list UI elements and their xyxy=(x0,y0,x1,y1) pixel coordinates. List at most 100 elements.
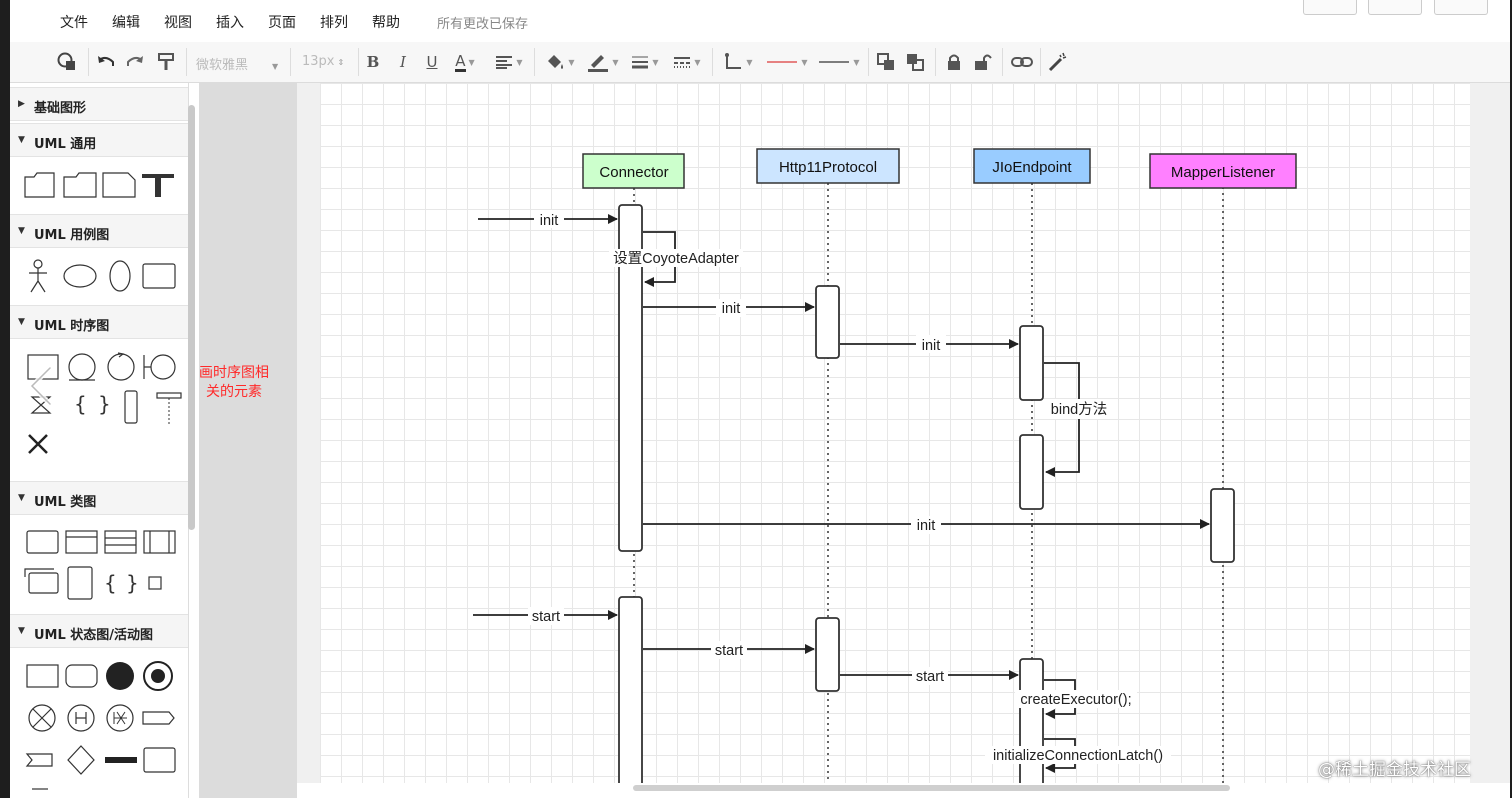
save-status: 所有更改已保存 xyxy=(437,17,529,32)
message-init-jio[interactable]: init xyxy=(840,335,1019,354)
expanded-arrow-icon: ▼ xyxy=(18,493,25,503)
menu-view[interactable]: 视图 xyxy=(164,15,192,31)
message-start-jio[interactable]: start xyxy=(840,667,1019,685)
redo-icon[interactable] xyxy=(123,50,147,74)
format-painter-icon[interactable] xyxy=(154,50,178,74)
uml-sequence-shapes[interactable]: { } xyxy=(24,349,184,463)
to-back-icon[interactable] xyxy=(903,50,927,74)
participant-mapperlistener[interactable]: MapperListener xyxy=(1149,153,1297,189)
menu-help[interactable]: 帮助 xyxy=(372,15,400,31)
menu-insert[interactable]: 插入 xyxy=(216,15,244,31)
menu-page[interactable]: 页面 xyxy=(268,15,296,31)
svg-text:createExecutor();: createExecutor(); xyxy=(1020,692,1131,708)
message-create-executor[interactable]: createExecutor(); xyxy=(1015,679,1137,719)
uml-general-shapes[interactable] xyxy=(24,171,184,199)
section-basic-shapes[interactable]: ▶ 基础图形 xyxy=(10,87,188,121)
participant-connector[interactable]: Connector xyxy=(582,153,685,189)
font-color-label: A xyxy=(455,51,466,72)
svg-text:MapperListener: MapperListener xyxy=(1171,164,1275,181)
section-uml-general[interactable]: ▼ UML 通用 xyxy=(10,123,188,157)
to-front-icon[interactable] xyxy=(874,50,898,74)
watermark: @稀土掘金技术社区 xyxy=(1318,760,1471,780)
section-label: UML 时序图 xyxy=(34,319,110,334)
canvas-horizontal-scrollbar[interactable] xyxy=(633,785,1230,791)
participant-http11protocol[interactable]: Http11Protocol xyxy=(756,148,900,184)
uml-state-activity-shapes[interactable] xyxy=(24,659,184,798)
svg-text:设置CoyoteAdapter: 设置CoyoteAdapter xyxy=(613,250,739,267)
line-style-icon[interactable]: ▼ xyxy=(674,57,701,68)
message-set-coyote-adapter[interactable]: 设置CoyoteAdapter xyxy=(609,231,743,287)
fill-color-icon[interactable]: ▼ xyxy=(542,50,578,74)
line-width-icon[interactable]: ▼ xyxy=(632,56,659,69)
svg-text:init: init xyxy=(922,338,941,354)
section-uml-sequence[interactable]: ▼ UML 时序图 xyxy=(10,305,188,339)
svg-text:start: start xyxy=(715,643,743,659)
activation-connector-init[interactable] xyxy=(618,204,643,552)
connector-type-icon[interactable]: ▼ xyxy=(720,50,756,74)
expanded-arrow-icon: ▼ xyxy=(18,317,25,327)
font-color-button[interactable]: A▼ xyxy=(455,51,475,72)
line-end-icon[interactable]: ▼ xyxy=(819,57,860,67)
svg-text:start: start xyxy=(532,609,560,625)
unlock-icon[interactable] xyxy=(972,50,994,74)
activation-http11-init[interactable] xyxy=(815,285,840,359)
toolbar: 微软雅黑▼ 13px⇕ B I U A▼ ▼ ▼ ▼ ▼ ▼ ▼ ▼ xyxy=(10,42,1510,83)
font-size-input[interactable]: 13px⇕ xyxy=(302,54,345,69)
svg-text:start: start xyxy=(916,669,944,685)
diagram-page[interactable]: Connector Http11Protocol JIoEndpoint Map… xyxy=(320,83,1470,783)
menu-edit[interactable]: 编辑 xyxy=(112,15,140,31)
section-label: UML 类图 xyxy=(34,495,97,510)
svg-text:init: init xyxy=(722,301,741,317)
activation-mapper-init[interactable] xyxy=(1210,488,1235,563)
svg-text:initializeConnectionLatch(): initializeConnectionLatch() xyxy=(993,748,1163,764)
section-label: UML 用例图 xyxy=(34,228,110,243)
activation-connector-start[interactable] xyxy=(618,596,643,783)
menubar: 文件 编辑 视图 插入 页面 排列 帮助 所有更改已保存 xyxy=(10,0,1510,43)
svg-text:Connector: Connector xyxy=(599,164,668,181)
section-uml-usecase[interactable]: ▼ UML 用例图 xyxy=(10,214,188,248)
section-uml-state-activity[interactable]: ▼ UML 状态图/活动图 xyxy=(10,614,188,648)
activation-jio-start[interactable] xyxy=(1019,658,1044,783)
link-icon[interactable] xyxy=(1010,50,1034,74)
shapes-icon[interactable] xyxy=(54,50,80,74)
message-bind[interactable]: bind方法 xyxy=(1044,362,1113,477)
italic-button[interactable]: I xyxy=(400,53,406,71)
activation-jio-bind[interactable] xyxy=(1019,434,1044,510)
shape-sidebar: ▶ 基础图形 ▼ UML 通用 ▼ UML 用例图 ▼ UM xyxy=(10,83,189,798)
font-family-select[interactable]: 微软雅黑▼ xyxy=(196,58,279,73)
expanded-arrow-icon: ▼ xyxy=(18,135,25,145)
uml-class-shapes[interactable]: { } xyxy=(24,527,184,605)
uml-usecase-shapes[interactable] xyxy=(24,259,184,295)
activation-http11-start[interactable] xyxy=(815,617,840,692)
message-initialize-connection-latch[interactable]: initializeConnectionLatch() xyxy=(985,738,1171,773)
line-start-icon[interactable]: ▼ xyxy=(767,57,808,67)
top-button-1[interactable] xyxy=(1303,0,1357,15)
message-init-mapper[interactable]: init xyxy=(643,516,1210,534)
bold-button[interactable]: B xyxy=(366,53,380,71)
line-color-icon[interactable]: ▼ xyxy=(584,50,622,74)
section-label: UML 状态图/活动图 xyxy=(34,628,154,643)
underline-button[interactable]: U xyxy=(426,53,438,71)
magic-wand-icon[interactable] xyxy=(1046,50,1070,74)
top-button-3[interactable] xyxy=(1434,0,1488,15)
section-label: 基础图形 xyxy=(34,101,87,116)
section-uml-class[interactable]: ▼ UML 类图 xyxy=(10,481,188,515)
undo-icon[interactable] xyxy=(94,50,118,74)
svg-text:Http11Protocol: Http11Protocol xyxy=(779,159,877,176)
expanded-arrow-icon: ▼ xyxy=(18,626,25,636)
align-icon[interactable]: ▼ xyxy=(492,50,526,74)
message-start-connector[interactable]: start xyxy=(473,607,618,625)
chevron-left-icon[interactable] xyxy=(26,364,56,412)
menu-arrange[interactable]: 排列 xyxy=(320,15,348,31)
svg-text:init: init xyxy=(540,213,559,229)
message-init-http11[interactable]: init xyxy=(643,299,815,317)
message-init-connector[interactable]: init xyxy=(478,210,618,229)
participant-jioendpoint[interactable]: JIoEndpoint xyxy=(973,148,1091,184)
top-button-2[interactable] xyxy=(1368,0,1422,15)
menu-file[interactable]: 文件 xyxy=(60,15,88,31)
sequence-diagram: Connector Http11Protocol JIoEndpoint Map… xyxy=(473,148,1297,783)
activation-jio-init[interactable] xyxy=(1019,325,1044,401)
message-start-http11[interactable]: start xyxy=(643,641,815,659)
lock-icon[interactable] xyxy=(943,50,965,74)
sidebar-scrollbar[interactable] xyxy=(188,105,195,530)
